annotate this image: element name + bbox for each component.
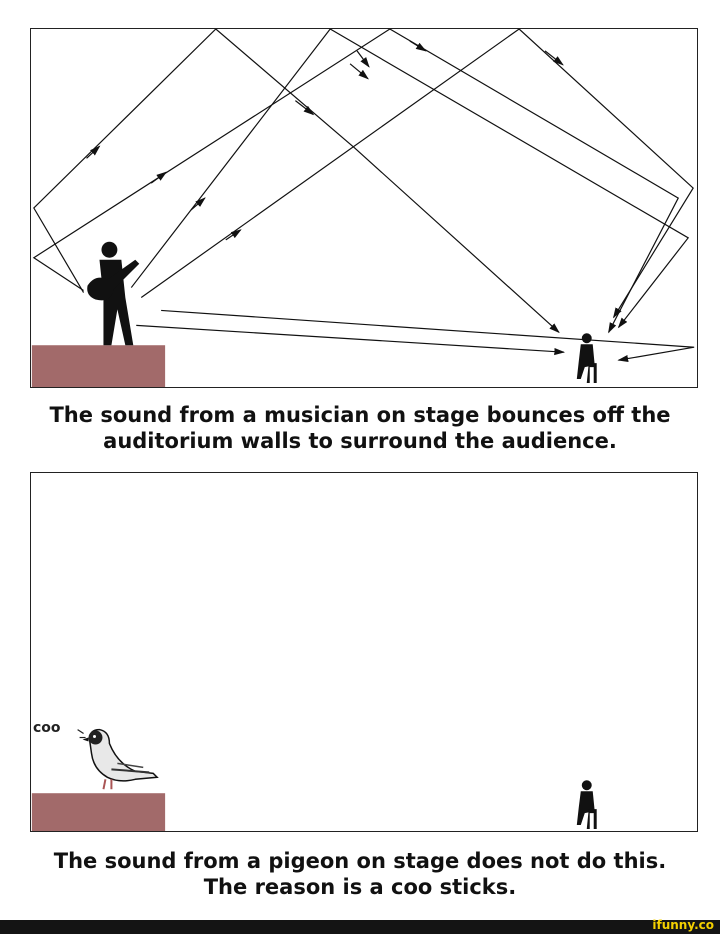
caption-line: The sound from a musician on stage bounc… bbox=[0, 402, 720, 428]
caption-musician: The sound from a musician on stage bounc… bbox=[0, 402, 720, 454]
caption-line: The sound from a pigeon on stage does no… bbox=[0, 848, 720, 874]
pigeon-panel: coo bbox=[30, 472, 698, 832]
pigeon-scene bbox=[31, 473, 697, 831]
caption-line: The reason is a coo sticks. bbox=[0, 874, 720, 900]
pigeon-drawing bbox=[83, 730, 158, 790]
musician-panel bbox=[30, 28, 698, 388]
audience-silhouette bbox=[577, 780, 597, 829]
footer-bar bbox=[0, 920, 720, 934]
caption-line: auditorium walls to surround the audienc… bbox=[0, 428, 720, 454]
caption-pigeon: The sound from a pigeon on stage does no… bbox=[0, 848, 720, 900]
sound-rays bbox=[34, 29, 694, 360]
stage bbox=[32, 793, 165, 831]
coo-lines bbox=[78, 730, 86, 738]
stage bbox=[32, 345, 165, 387]
musician-silhouette bbox=[87, 242, 139, 345]
watermark: ifunny.co bbox=[652, 918, 714, 932]
sound-reflection-diagram bbox=[31, 29, 697, 387]
